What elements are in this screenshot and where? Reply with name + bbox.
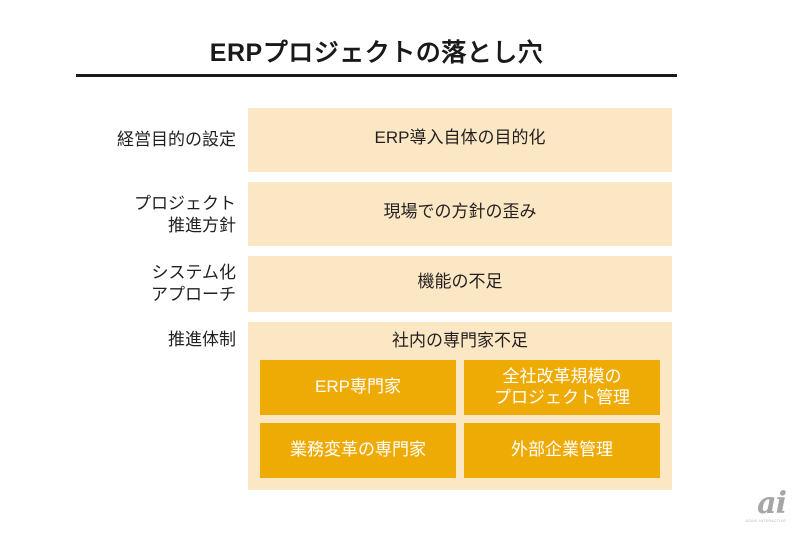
table-row: 推進体制 社内の専門家不足 ERP専門家 全社改革規模の プロジェクト管理 業務… [0, 322, 800, 490]
tile-external-vendor-management: 外部企業管理 [464, 423, 660, 479]
row-panel-promotion-structure: 社内の専門家不足 ERP専門家 全社改革規模の プロジェクト管理 業務変革の専門… [248, 322, 672, 490]
table-row: プロジェクト 推進方針 現場での方針の歪み [0, 182, 800, 246]
title-underline-rule [76, 74, 677, 78]
row-heading-systemization-approach: 機能の不足 [417, 272, 503, 291]
tile-erp-expert: ERP専門家 [260, 360, 456, 416]
row-heading-promotion-structure: 社内の専門家不足 [392, 331, 528, 350]
row-heading-management-objective: ERP導入自体の目的化 [374, 128, 546, 147]
row-label-systemization-approach: システム化 アプローチ [151, 263, 236, 305]
row-panel-management-objective: ERP導入自体の目的化 [248, 108, 672, 172]
watermark-logo: ai ASAHI INTERACTIVE [745, 485, 787, 523]
tile-company-wide-project-management: 全社改革規模の プロジェクト管理 [464, 360, 660, 416]
table-row: 経営目的の設定 ERP導入自体の目的化 [0, 108, 800, 172]
row-panel-project-policy: 現場での方針の歪み [248, 182, 672, 246]
row-label-promotion-structure: 推進体制 [168, 330, 236, 349]
row-panel-systemization-approach: 機能の不足 [248, 256, 672, 312]
title-block: ERPプロジェクトの落とし穴 [76, 38, 677, 78]
table-row: システム化 アプローチ 機能の不足 [0, 256, 800, 312]
expertise-tile-grid: ERP専門家 全社改革規模の プロジェクト管理 業務変革の専門家 外部企業管理 [260, 360, 660, 479]
row-label-management-objective: 経営目的の設定 [117, 130, 236, 149]
page-title: ERPプロジェクトの落とし穴 [209, 39, 544, 67]
tile-business-transformation-expert: 業務変革の専門家 [260, 423, 456, 479]
row-heading-project-policy: 現場での方針の歪み [383, 202, 537, 221]
row-label-project-policy: プロジェクト 推進方針 [134, 194, 236, 236]
watermark-subtext: ASAHI INTERACTIVE [745, 518, 786, 523]
watermark-mark-text: ai [757, 485, 787, 521]
